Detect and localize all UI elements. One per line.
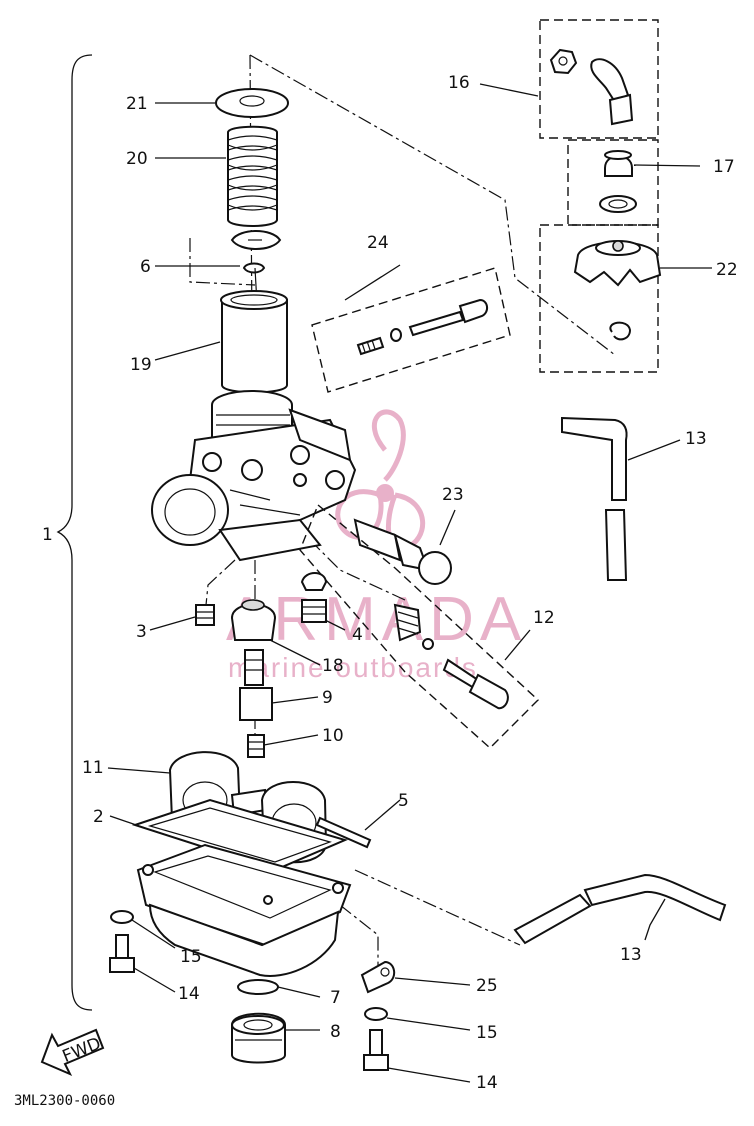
callout-13a: 13	[685, 429, 707, 449]
assembly-bracket	[56, 54, 93, 1011]
alignment-line-top	[249, 54, 616, 356]
leader-lines	[107, 83, 712, 1083]
callout-15a: 15	[180, 947, 202, 967]
carburetor-body	[151, 390, 357, 562]
drain-gasket-part-7	[237, 979, 279, 995]
screw-washer-set-left	[109, 910, 135, 973]
callout-15b: 15	[476, 1023, 498, 1043]
washer-part-21	[215, 88, 289, 118]
callout-3: 3	[136, 622, 147, 642]
group-part-24	[311, 267, 511, 393]
float-pin-part-5	[315, 816, 372, 849]
callout-6: 6	[140, 257, 151, 277]
callout-14a: 14	[178, 984, 200, 1004]
float-bowl-assembly	[131, 798, 352, 977]
drain-plug-part-8	[231, 1012, 286, 1064]
group-part-17	[567, 139, 659, 226]
jets-cluster	[195, 572, 328, 758]
needle-retainer-part-6	[230, 230, 282, 323]
alignment-line-float	[354, 869, 521, 946]
callout-7: 7	[330, 988, 341, 1008]
vent-hose-lower-part-13	[513, 873, 727, 945]
callout-21: 21	[126, 94, 148, 114]
callout-19: 19	[130, 355, 152, 375]
screw-washer-set-right	[360, 960, 396, 1071]
fwd-label: FWD	[60, 1034, 104, 1067]
callout-13b: 13	[620, 945, 642, 965]
fwd-arrow-icon: FWD	[40, 1028, 105, 1076]
alignment-line-slide	[189, 238, 256, 286]
callout-20: 20	[126, 149, 148, 169]
callout-11: 11	[82, 758, 104, 778]
callout-1: 1	[42, 525, 53, 545]
group-part-12	[299, 503, 540, 749]
callout-5: 5	[398, 791, 409, 811]
callout-23: 23	[442, 485, 464, 505]
callout-2: 2	[93, 807, 104, 827]
callout-18: 18	[322, 656, 344, 676]
callout-25: 25	[476, 976, 498, 996]
spring-part-20	[227, 125, 278, 227]
callout-4: 4	[352, 625, 363, 645]
callout-24: 24	[367, 233, 389, 253]
callout-16: 16	[448, 73, 470, 93]
group-part-16	[539, 19, 659, 139]
throttle-slide-part-19	[220, 290, 288, 394]
throttle-stop-screw-part-23	[353, 518, 452, 585]
callout-22: 22	[716, 260, 738, 280]
vent-hose-upper-part-13	[561, 416, 628, 581]
callout-14b: 14	[476, 1073, 498, 1093]
callout-9: 9	[322, 688, 333, 708]
callout-10: 10	[322, 726, 344, 746]
callout-8: 8	[330, 1022, 341, 1042]
group-part-22	[539, 224, 662, 373]
callout-labels: 1 2 3 4 5 6 7 8 9 10 11 12 13 13 14 14 1…	[42, 73, 738, 1093]
diagram-code: 3ML2300-0060	[14, 1093, 115, 1109]
callout-17: 17	[713, 157, 735, 177]
callout-12: 12	[533, 608, 555, 628]
watermark-tagline: marine outboards	[228, 652, 478, 683]
alignment-line-drain	[339, 904, 379, 965]
